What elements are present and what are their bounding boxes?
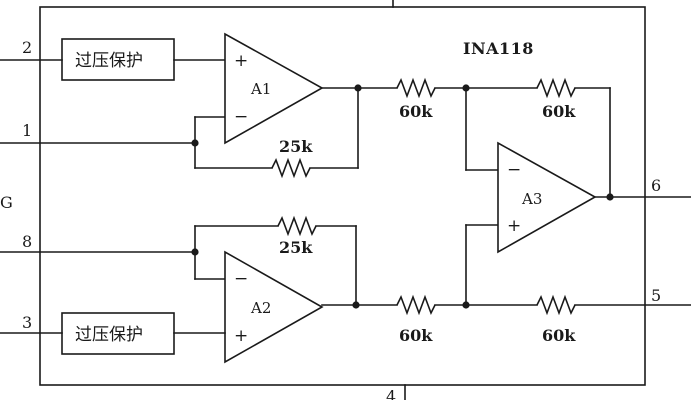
- pin-5-label: 5: [651, 286, 661, 305]
- opamp-a2-plus: +: [234, 326, 248, 346]
- junction-dot-pin8: [191, 248, 199, 256]
- opamp-a2: [224, 250, 324, 364]
- opamp-a3-name: A3: [521, 190, 542, 208]
- protect-label-top: 过压保护: [75, 51, 143, 71]
- pin-8-label: 8: [22, 232, 32, 251]
- junction-dot-a1-out: [354, 84, 362, 92]
- edge-text: G: [0, 193, 13, 212]
- opamp-a3-minus: −: [507, 160, 521, 180]
- pin-4-label: 4: [386, 387, 396, 400]
- resistor-25k-a1-label: 25k: [279, 137, 313, 156]
- opamp-a1-plus: +: [234, 51, 248, 71]
- resistor-60k-fb-top: [536, 77, 576, 99]
- resistor-60k-in-top-label: 60k: [399, 102, 433, 121]
- resistor-60k-ref-bot-label: 60k: [542, 326, 576, 345]
- pin-6-label: 6: [651, 176, 661, 195]
- opamp-a2-name: A2: [250, 299, 271, 317]
- resistor-60k-in-top: [396, 77, 436, 99]
- resistor-60k-in-bot: [396, 294, 436, 316]
- protect-label-bottom: 过压保护: [75, 325, 143, 345]
- chip-name: INA118: [463, 39, 534, 58]
- pin-2-label: 2: [22, 38, 32, 57]
- resistor-60k-fb-top-label: 60k: [542, 102, 576, 121]
- opamp-a1-name: A1: [250, 80, 271, 98]
- resistor-25k-a1: [271, 157, 311, 179]
- opamp-a1-minus: −: [234, 107, 248, 127]
- pin-1-label: 1: [22, 121, 32, 140]
- opamp-a2-minus: −: [234, 269, 248, 289]
- junction-dot-a3-plus: [462, 301, 470, 309]
- opamp-a1: [224, 32, 324, 145]
- opamp-a3-plus: +: [507, 216, 521, 236]
- resistor-60k-in-bot-label: 60k: [399, 326, 433, 345]
- opamp-a3: [497, 141, 597, 254]
- resistor-60k-ref-bot: [536, 294, 576, 316]
- resistor-25k-a2-label: 25k: [279, 238, 313, 257]
- junction-dot-a2-out: [352, 301, 360, 309]
- junction-dot-pin1: [191, 139, 199, 147]
- resistor-25k-a2: [277, 215, 317, 237]
- pin-3-label: 3: [22, 313, 32, 332]
- chip-outline: [39, 6, 646, 386]
- junction-dot-a3-out: [606, 193, 614, 201]
